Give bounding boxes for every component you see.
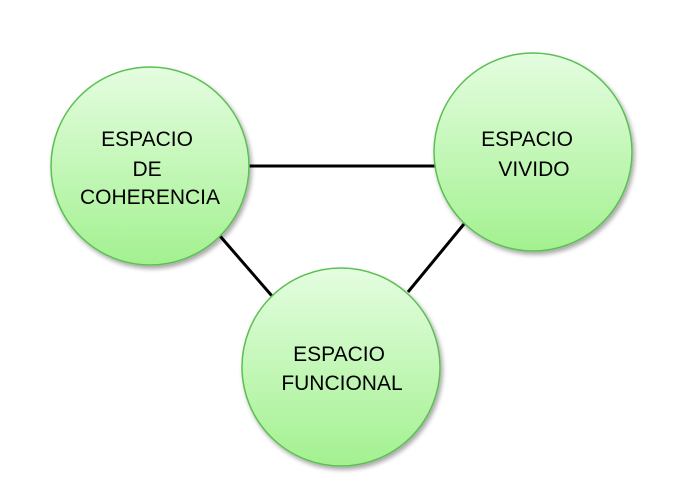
node-label-coherencia: ESPACIO DE COHERENCIA [80, 128, 220, 209]
node-espacio-vivido: ESPACIO VIVIDO [433, 52, 633, 252]
node-label-vivido: ESPACIO VIVIDO [481, 128, 579, 181]
node-circle-funcional [241, 267, 441, 467]
node-label-line: ESPACIO [293, 343, 385, 366]
node-circle-vivido [433, 52, 633, 252]
node-label-funcional: ESPACIO FUNCIONAL [281, 343, 402, 395]
node-label-line: DE [132, 158, 161, 181]
node-label-line: VIVIDO [498, 158, 569, 181]
node-espacio-de-coherencia: ESPACIO DE COHERENCIA [50, 66, 250, 266]
node-circle-coherencia [50, 66, 250, 266]
node-label-line: COHERENCIA [80, 186, 220, 209]
node-label-line: ESPACIO [101, 128, 193, 151]
node-espacio-funcional: ESPACIO FUNCIONAL [241, 267, 441, 467]
connector-vivido-funcional [406, 223, 466, 293]
connector-coherencia-funcional [218, 235, 274, 297]
node-label-line: ESPACIO [481, 128, 573, 151]
node-label-line: FUNCIONAL [281, 372, 402, 395]
